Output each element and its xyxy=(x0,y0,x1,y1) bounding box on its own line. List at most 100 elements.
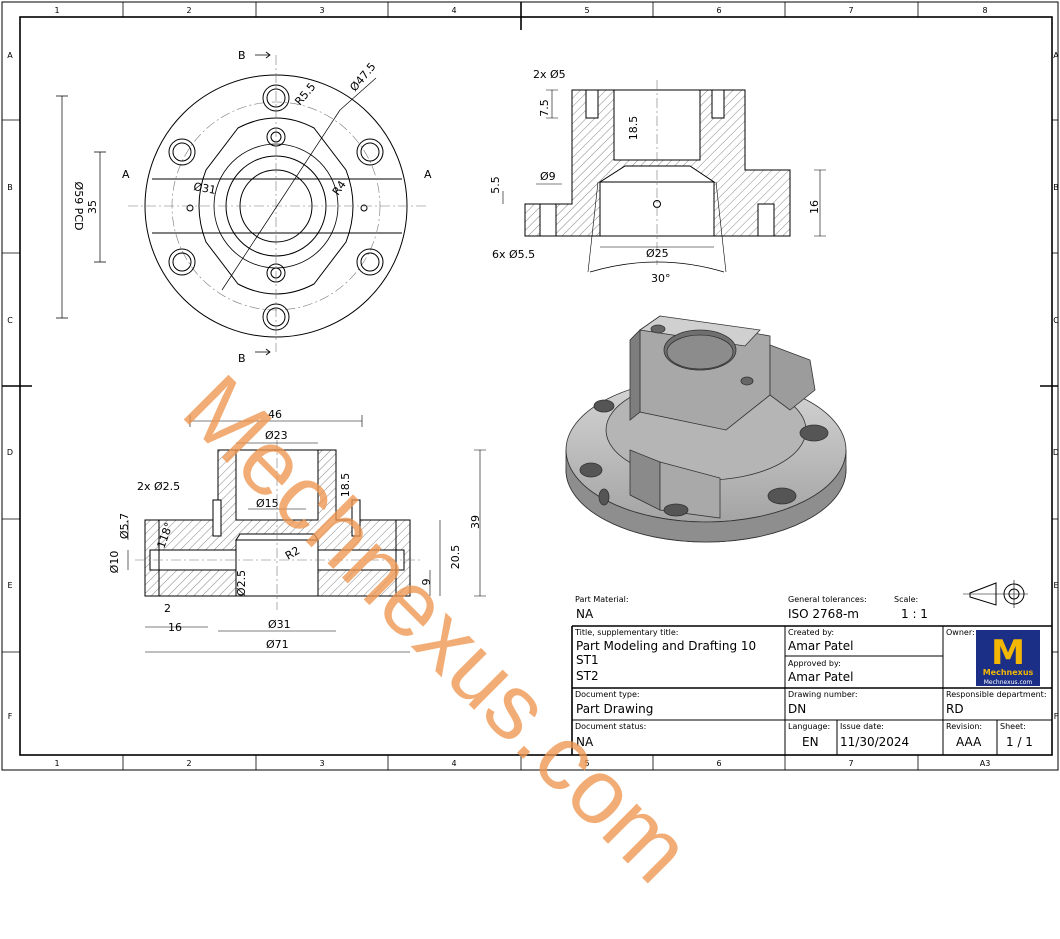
dim-d31: Ø31 xyxy=(192,180,217,197)
mechnexus-logo: M Mechnexus Mechnexus.com xyxy=(976,630,1040,686)
col-label: 1 xyxy=(54,759,59,768)
drawing-number-value: DN xyxy=(788,702,806,716)
dim-d9: Ø9 xyxy=(540,170,556,183)
top-view xyxy=(56,51,428,356)
column-labels-bottom: 1 2 3 4 5 6 7 A3 xyxy=(54,759,990,768)
logo-url: Mechnexus.com xyxy=(984,679,1033,686)
col-label: 3 xyxy=(319,6,324,15)
sheet-size-label: A3 xyxy=(980,759,991,768)
supplementary-title-2: ST2 xyxy=(576,669,599,683)
title-label: Title, supplementary title: xyxy=(574,628,679,637)
col-label: 5 xyxy=(584,759,589,768)
dim-20-5: 20.5 xyxy=(449,545,462,570)
sheet-value: 1 / 1 xyxy=(1006,735,1033,749)
created-by-value: Amar Patel xyxy=(788,639,853,653)
issue-date-value: 11/30/2024 xyxy=(840,735,909,749)
dim-5-5: 5.5 xyxy=(489,176,502,194)
dim-d31-front: Ø31 xyxy=(268,618,291,631)
gen-tol-label: General tolerances: xyxy=(788,595,867,604)
scale-label: Scale: xyxy=(894,595,918,604)
frame-zone-ticks xyxy=(2,2,1058,770)
language-value: EN xyxy=(802,735,819,749)
dim-18-5-front: 18.5 xyxy=(339,473,352,498)
dim-9: 9 xyxy=(420,579,433,586)
language-label: Language: xyxy=(788,722,830,731)
col-label: 5 xyxy=(584,6,589,15)
dim-35: 35 xyxy=(86,200,99,214)
dim-2x-d5: 2x Ø5 xyxy=(533,68,566,81)
gen-tol-value: ISO 2768-m xyxy=(788,607,859,621)
title-block-text: Part Material: NA General tolerances: IS… xyxy=(574,595,1047,749)
col-label: 6 xyxy=(716,759,721,768)
dim-d59-pcd: Ø59 PCD xyxy=(72,182,85,231)
owner-label: Owner: xyxy=(946,628,975,637)
dim-d15: Ø15 xyxy=(256,497,279,510)
revision-value: AAA xyxy=(956,735,982,749)
row-label: E xyxy=(1053,581,1058,590)
top-view-labels: B B A A R5.5 Ø47.5 Ø59 PCD 35 Ø31 R4 xyxy=(72,49,432,365)
doc-type-value: Part Drawing xyxy=(576,702,653,716)
col-label: 1 xyxy=(54,6,59,15)
row-label: B xyxy=(7,183,13,192)
dim-d23: Ø23 xyxy=(265,429,288,442)
front-section-view xyxy=(127,415,486,653)
row-label: D xyxy=(1053,448,1059,457)
drawing-number-label: Drawing number: xyxy=(788,690,858,699)
col-label: 7 xyxy=(848,6,853,15)
row-label: C xyxy=(7,316,13,325)
dim-d5-7: Ø5.7 xyxy=(118,513,131,539)
created-by-label: Created by: xyxy=(788,628,834,637)
dim-r5-5: R5.5 xyxy=(292,80,318,108)
col-label: 4 xyxy=(451,759,456,768)
dim-18-5: 18.5 xyxy=(627,116,640,141)
section-mark-b-top: B xyxy=(238,49,246,62)
resp-dept-value: RD xyxy=(946,702,964,716)
approved-by-label: Approved by: xyxy=(788,659,841,668)
section-mark-b-bottom: B xyxy=(238,352,246,365)
dim-7-5: 7.5 xyxy=(538,99,551,117)
logo-letter: M xyxy=(991,633,1025,673)
first-angle-projection-icon xyxy=(963,580,1028,608)
part-material-value: NA xyxy=(576,607,594,621)
dim-16-front: 16 xyxy=(168,621,182,634)
col-label: 7 xyxy=(848,759,853,768)
row-label: D xyxy=(7,448,13,457)
col-label: 4 xyxy=(451,6,456,15)
drawing-title: Part Modeling and Drafting 10 xyxy=(576,639,756,653)
dim-r2: R2 xyxy=(283,544,302,563)
dim-d71: Ø71 xyxy=(266,638,289,651)
col-label: 2 xyxy=(186,6,191,15)
dim-30deg: 30° xyxy=(651,272,671,285)
doc-status-value: NA xyxy=(576,735,594,749)
dim-6x-d5-5: 6x Ø5.5 xyxy=(492,248,535,261)
side-section-labels: 2x Ø5 7.5 18.5 5.5 Ø9 16 6x Ø5.5 Ø25 30° xyxy=(489,68,821,285)
col-label: 8 xyxy=(982,6,987,15)
drawing-sheet: 1 2 3 4 5 6 7 8 1 2 3 4 5 6 7 A3 A B C D… xyxy=(1,1,1059,771)
dim-2x-d2-5: 2x Ø2.5 xyxy=(137,480,180,493)
col-label: 3 xyxy=(319,759,324,768)
row-label: F xyxy=(1054,712,1059,721)
approved-by-value: Amar Patel xyxy=(788,670,853,684)
dim-d10: Ø10 xyxy=(108,551,121,574)
dim-39: 39 xyxy=(469,515,482,529)
col-label: 2 xyxy=(186,759,191,768)
row-labels-left: A B C D E F xyxy=(7,51,13,721)
row-labels-right: A B C D E F xyxy=(1053,51,1059,721)
dim-16: 16 xyxy=(808,200,821,214)
dim-d47-5: Ø47.5 xyxy=(347,60,378,94)
sheet-label: Sheet: xyxy=(1000,722,1026,731)
row-label: F xyxy=(8,712,13,721)
dim-d2-5: Ø2.5 xyxy=(235,570,248,596)
title-block xyxy=(571,625,1052,755)
section-mark-a-right: A xyxy=(424,168,432,181)
column-labels-top: 1 2 3 4 5 6 7 8 xyxy=(54,6,987,15)
revision-label: Revision: xyxy=(946,722,982,731)
doc-status-label: Document status: xyxy=(575,722,646,731)
issue-date-label: Issue date: xyxy=(840,722,884,731)
doc-type-label: Document type: xyxy=(575,690,640,699)
dim-2: 2 xyxy=(164,602,171,615)
isometric-view xyxy=(565,315,847,543)
sheet-frame xyxy=(1,1,1059,771)
col-label: 6 xyxy=(716,6,721,15)
row-label: A xyxy=(7,51,13,60)
